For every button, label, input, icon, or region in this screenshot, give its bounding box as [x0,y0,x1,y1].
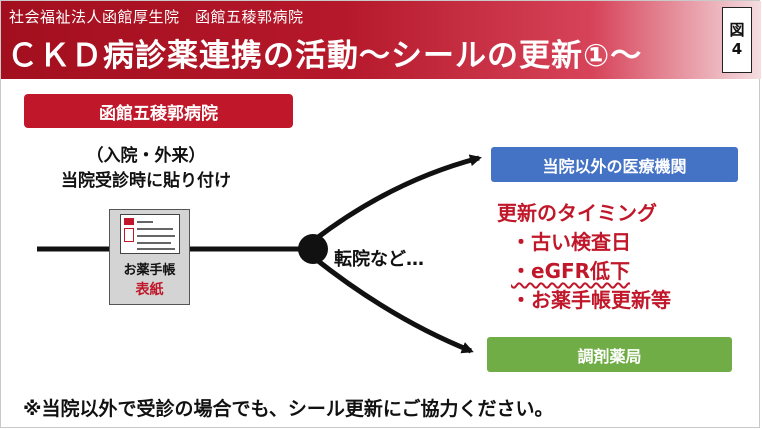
sticker-text-line [137,248,175,250]
medication-notebook: お薬手帳 表紙 [109,209,190,305]
timing-item-egfr-text: ・eGFR低下 [511,259,631,283]
attach-note-line2: 当院受診時に貼り付け [61,171,231,191]
update-timing-heading: 更新のタイミング [497,201,657,225]
pharmacy-box: 調剤薬局 [487,337,732,372]
slide-title: ＣＫＤ病診薬連携の活動～シールの更新①～ [7,38,643,74]
sticker-logo-frame [124,228,134,242]
sticker-text-line [137,221,153,223]
sticker-text-line [137,242,171,244]
sticker-text-line [137,228,173,230]
figure-badge-number: 4 [731,40,743,58]
timing-item-old-test-date: ・古い検査日 [511,230,631,254]
sticker-text-line [137,235,175,237]
notebook-cover-label: 表紙 [135,282,164,298]
branch-point [298,234,328,264]
other-institution-box: 当院以外の医療機関 [491,147,738,182]
ckd-sticker [120,214,180,254]
timing-item-egfr-decline: ・eGFR低下 [497,257,671,286]
figure-badge-label: 図 [729,21,745,39]
arrow-to-pharmacy [311,255,474,354]
arrow-to-other-institution [311,154,482,243]
figure-badge: 図 4 [722,7,752,73]
update-timing: 更新のタイミング ・古い検査日 ・eGFR低下 ・お薬手帳更新等 [497,199,671,315]
notebook-label: お薬手帳 [123,263,176,278]
transfer-text: 転院など… [334,249,424,270]
header-banner: 社会福祉法人函館厚生院 函館五稜郭病院 ＣＫＤ病診薬連携の活動～シールの更新①～… [1,1,761,79]
organization-name: 社会福祉法人函館厚生院 函館五稜郭病院 [9,8,304,26]
footer-note: ※当院以外で受診の場合でも、シール更新にご協力ください。 [23,398,554,420]
timing-item-notebook-renewal: ・お薬手帳更新等 [511,288,671,312]
sticker-logo-mark [124,218,134,225]
hospital-label-box: 函館五稜郭病院 [24,94,293,128]
attach-note: （入院・外来） 当院受診時に貼り付け [21,144,271,194]
attach-note-line1: （入院・外来） [86,146,206,166]
